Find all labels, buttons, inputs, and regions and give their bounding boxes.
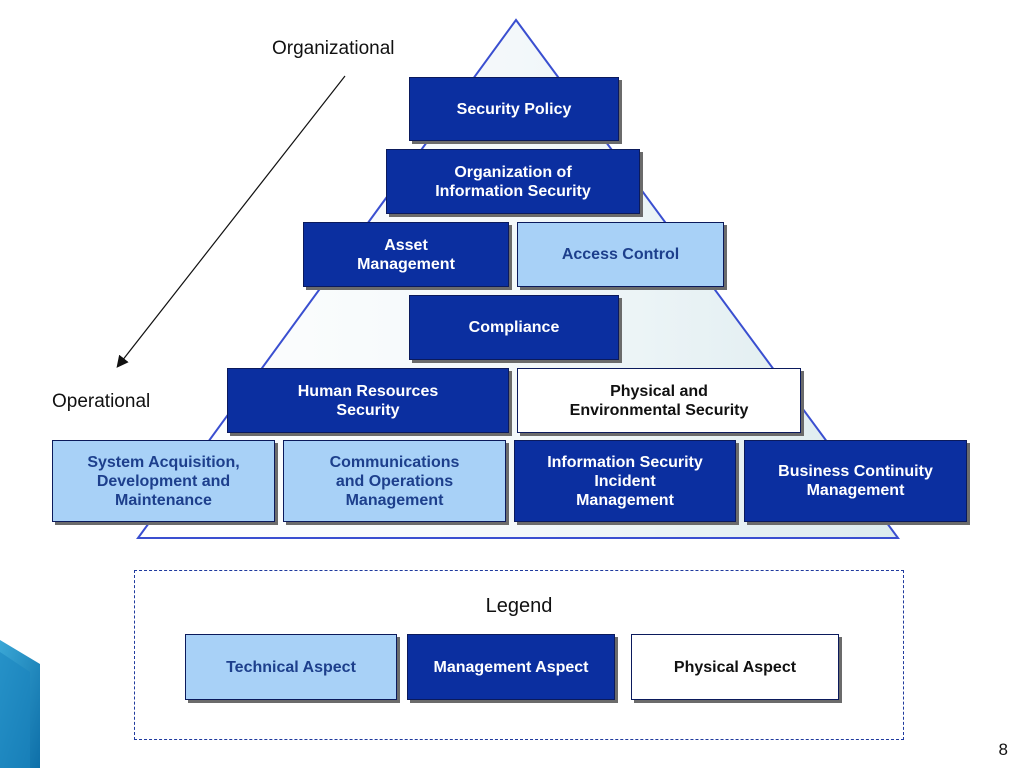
organizational-label: Organizational	[272, 38, 395, 59]
asset-management-box: Asset Management	[303, 222, 509, 287]
operational-label: Operational	[52, 391, 151, 412]
legend-technical-box: Technical Aspect	[185, 634, 397, 700]
legend-physical-box: Physical Aspect	[631, 634, 839, 700]
compliance-box: Compliance	[409, 295, 619, 360]
organization-info-security-box: Organization of Information Security	[386, 149, 640, 214]
page-number: 8	[998, 740, 1008, 759]
human-resources-security-box: Human Resources Security	[227, 368, 509, 433]
system-acquisition-box: System Acquisition, Development and Main…	[52, 440, 275, 522]
business-continuity-box: Business Continuity Management	[744, 440, 967, 522]
incident-management-box: Information Security Incident Management	[514, 440, 736, 522]
legend-frame	[134, 570, 904, 740]
legend-title: Legend	[485, 595, 553, 617]
direction-arrow	[116, 75, 346, 368]
legend-management-box: Management Aspect	[407, 634, 615, 700]
physical-environmental-security-box: Physical and Environmental Security	[517, 368, 801, 433]
communications-operations-box: Communications and Operations Management	[283, 440, 506, 522]
security-policy-box: Security Policy	[409, 77, 619, 141]
access-control-box: Access Control	[517, 222, 724, 287]
